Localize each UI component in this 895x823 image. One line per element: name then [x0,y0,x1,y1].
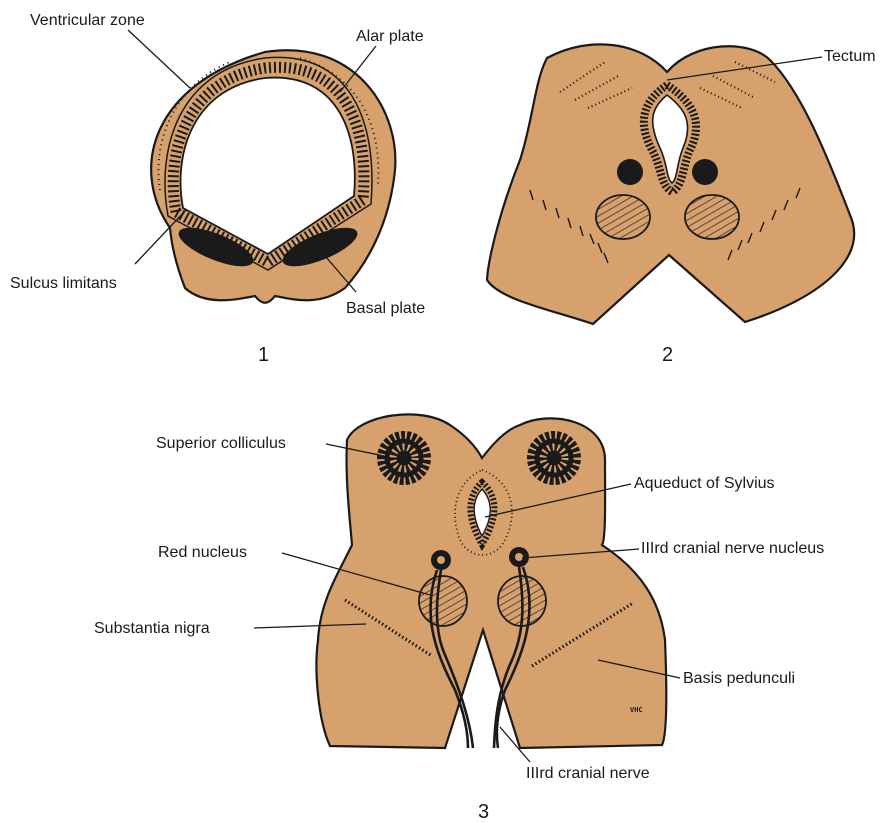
hatched-nucleus-left [596,195,650,239]
midbrain-outline-early [487,44,854,324]
label-aqueduct: Aqueduct of Sylvius [634,475,775,492]
label-basis-pedunculi: Basis pedunculi [683,670,795,687]
panel-1-neural-tube: Ventricular zone Alar plate Sulcus limit… [10,12,425,366]
label-cn3-nerve: IIIrd cranial nerve [526,765,650,782]
artist-initials: VHC [630,706,643,714]
label-alar-plate: Alar plate [356,28,424,45]
panel-number-1: 1 [258,344,269,366]
leader-ventricular-zone [128,30,190,88]
label-tectum: Tectum [824,48,876,65]
panel-2-early-midbrain: Tectum 2 [487,44,876,366]
cn3-nucleus-right-center [515,553,523,561]
label-red-nucleus: Red nucleus [158,544,247,561]
label-sulcus-limitans: Sulcus limitans [10,275,117,292]
midbrain-outline-adult [317,414,667,748]
hatched-nucleus-right [685,195,739,239]
label-cn3-nucleus: IIIrd cranial nerve nucleus [641,540,824,557]
panel-number-3: 3 [478,801,489,823]
panel-number-2: 2 [662,344,673,366]
label-ventricular-zone: Ventricular zone [30,12,145,29]
label-basal-plate: Basal plate [346,300,425,317]
nucleus-dot-right [692,159,718,185]
cn3-nucleus-left-center [437,556,445,564]
label-superior-colliculus: Superior colliculus [156,435,286,452]
red-nucleus-left [419,576,467,626]
nucleus-dot-left [617,159,643,185]
label-substantia-nigra: Substantia nigra [94,620,210,637]
panel-3-adult-midbrain: VHC Superior colliculus Aqueduct of Sylv… [94,414,824,823]
